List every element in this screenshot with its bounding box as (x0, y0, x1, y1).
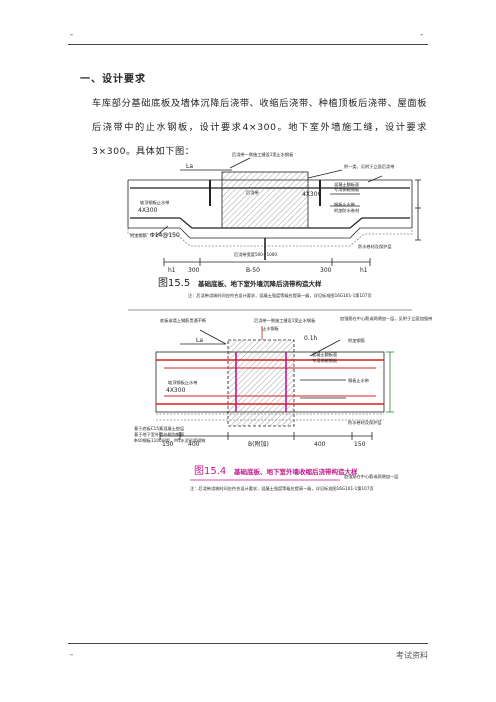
fig1-note-right-4: 附加防水卷材 (334, 207, 359, 214)
fig1-la-label: La (186, 163, 193, 170)
fig1-number: 图15.5 (158, 277, 190, 289)
fig2-note-bottom-left-3: Φ40钢板1100间距，M5水泥砂浆砌筑 (134, 437, 206, 444)
section-paragraph: 车库部分基础底板及墙体沉降后浇带、收缩后浇带、种植顶板后浇带、屋面板后浇带中的止… (92, 92, 427, 164)
fig2-title: 基础底板、地下室外墙收缩后浇带构造大样 (233, 467, 358, 476)
fig1-note-right-3: 钢板止水带 (334, 201, 355, 208)
fig2-note-bottom-left-1: 基于底板C15素混凝土垫层 (134, 425, 184, 432)
fig1-note-bottom-left: 附加钢筋 (130, 232, 147, 239)
paragraph-text: 车库部分基础底板及墙体沉降后浇带、收缩后浇带、种植顶板后浇带、屋面板后浇带中的止… (92, 98, 427, 157)
fig1-post-pour-band (221, 171, 309, 229)
fig2-slab-outline (155, 351, 385, 413)
fig2-dim-4: 150 (354, 441, 366, 448)
fig2-note-bottom-left-2: 基于地下室外墙外侧为钢筋 (134, 431, 184, 438)
footer-left-mark: - (70, 650, 74, 660)
fig1-dim-right: 4X300 (302, 191, 322, 198)
fig1-dim-3: 300 (320, 267, 332, 274)
fig1-title: 基础底板、地下室外墙沉降后浇带构造大样 (197, 279, 322, 288)
fig1-note-mid: 后浇带 (246, 189, 259, 196)
fig1-dim-1: 300 (188, 267, 200, 274)
section-title: 一、设计要求 (80, 74, 146, 85)
fig1-note-top-right: 附一类，见附于立面后浇带 (344, 163, 394, 170)
fig2-dim-0: 150 (162, 441, 174, 448)
fig2-number: 图15.4 (194, 465, 226, 477)
header-rule (68, 44, 428, 45)
fig2-caption: 注：后浇带浇筑时间应符合设计要求，混凝土强度等级应提高一级，详见标准图16G10… (190, 485, 374, 492)
fig2-note-right-4: 钢板止水带 (348, 377, 369, 384)
fig2-note-right-1: 混凝土翻板面 (312, 351, 337, 358)
fig1-note-right-2: 专用倒碗钢板 (334, 186, 360, 193)
fig1-note-right-1: 混凝土翻板面 (334, 181, 359, 188)
fig2-dim-1: 400 (188, 441, 200, 448)
fig1-dim-bracket: 后浇带宽度500~1000 (234, 251, 277, 258)
fig1-rebar-spec: Φ14@150 (150, 232, 180, 239)
fig2-note-top-right-1: 止水钢板 (262, 325, 280, 332)
fig2-la-label: La (196, 337, 203, 344)
figure-2 (155, 326, 394, 440)
figure-1 (127, 157, 421, 266)
footer-right-text: 考试资料 (396, 651, 428, 660)
fig1-caption: 注：后浇带浇筑时间应符合设计要求，混凝土强度等级应提高一级，详见标准图16G10… (188, 292, 372, 299)
fig1-note-left-mid: 坡顶钢板止水带 (140, 199, 169, 206)
fig2-dim-2: B(附加) (248, 440, 269, 448)
fig2-dim-3: 400 (314, 441, 326, 448)
header-left-mark: - (70, 30, 74, 40)
fig1-bottom-dims: h1 300 B-50 300 h1 (168, 267, 368, 274)
fig2-note-bottom-right: 防水卷材及保护层 (348, 419, 382, 426)
fig1-slab-bottom-outline (127, 208, 413, 239)
fig1-dim-0: h1 (168, 267, 176, 274)
fig2-side-note: 加强筋在中心筋或两侧加一层 (344, 473, 398, 480)
fig1-dim-2: B-50 (246, 267, 260, 274)
fig2-note-top-mid: 后浇带一侧施工缝设1宽止水钢板 (254, 317, 316, 324)
fig2-dim-h: 0.1h (304, 335, 318, 342)
fig2-note-right-3: 附加钢筋 (348, 337, 365, 344)
fig1-note-bottom-right: 防水卷材及保护层 (358, 243, 392, 250)
fig2-post-pour-band (227, 339, 295, 427)
fig1-dim-left: 4X300 (138, 207, 158, 214)
fig2-bottom-dims: 150 400 B(附加) 400 150 (162, 440, 366, 448)
fig2-note-top-right-2: 加强筋在中心筋或两侧加一层，见附于立面加强带 (340, 315, 432, 322)
fig2-note-left-mid: 坡顶钢板止水带 (168, 379, 197, 386)
footer-rule (68, 643, 428, 644)
fig2-note-top-left: 底板或墙上钢筋贯通不断 (160, 317, 207, 324)
header-right-mark: - (420, 30, 424, 40)
fig2-note-right-2: 专用倒碗钢板 (312, 357, 338, 364)
fig2-dim-left: 4X300 (166, 387, 186, 394)
fig1-dim-4: h1 (360, 267, 368, 274)
